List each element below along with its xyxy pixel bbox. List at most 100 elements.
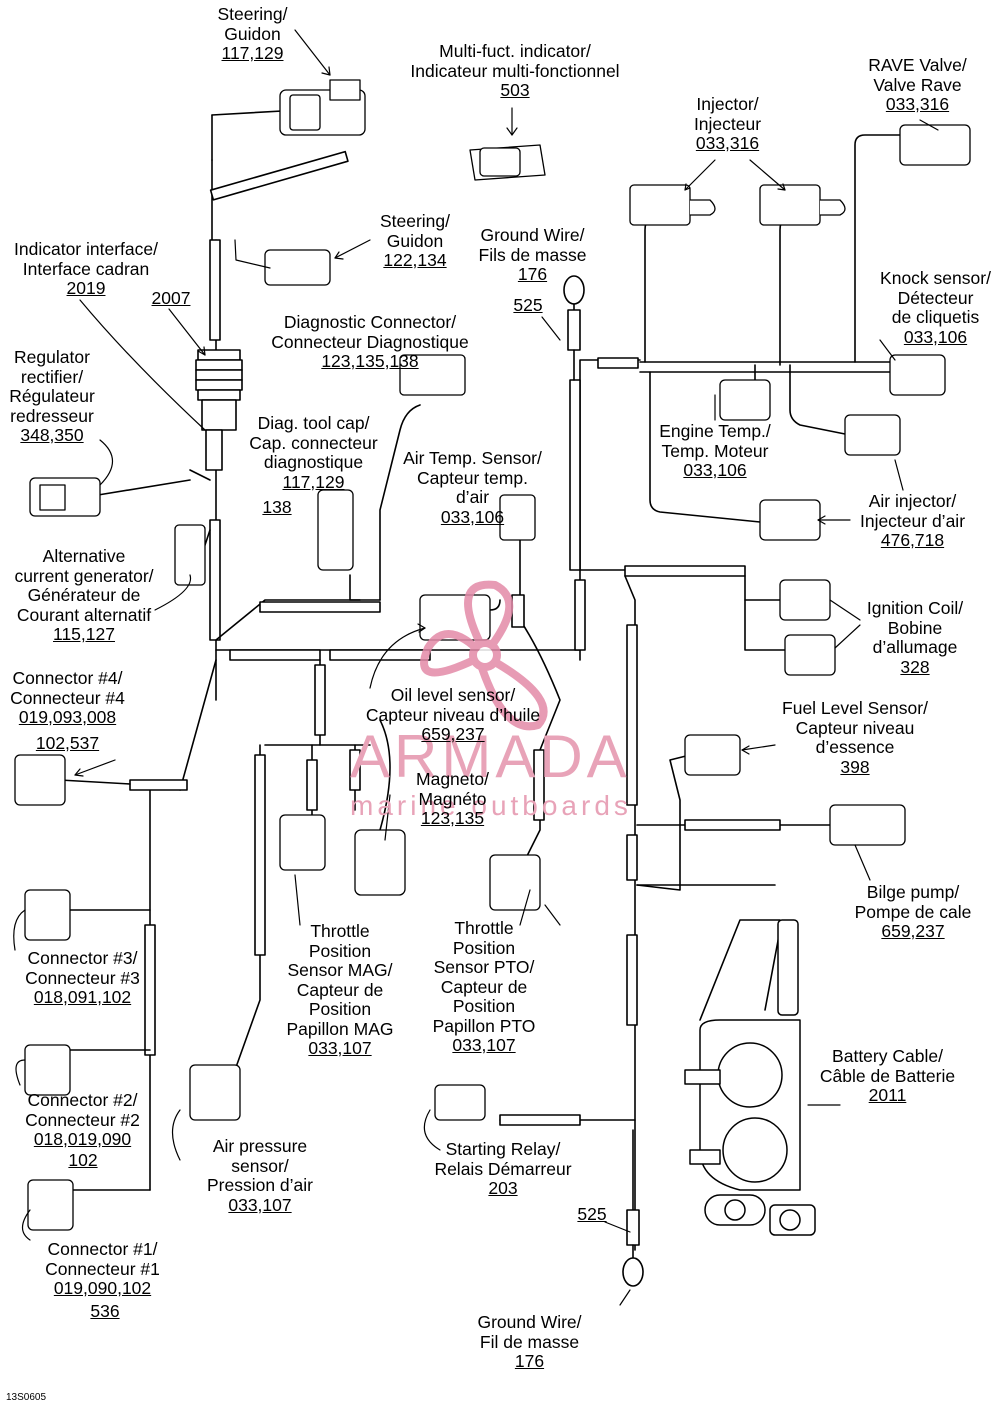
part-number: 348,350 (20, 425, 84, 445)
label-line: Indicateur multi-fonctionnel (410, 60, 620, 81)
label-line: Connecteur #4 (10, 687, 125, 708)
label-line: Sensor MAG/ (287, 960, 393, 980)
label-line: Détecteur (897, 287, 974, 308)
label-line: Générateur de (27, 585, 141, 605)
label-line: Alternative (42, 546, 126, 566)
part-number: 033,106 (683, 460, 747, 480)
part-number: 2019 (66, 278, 106, 298)
label-line: Connecteur #3 (25, 967, 140, 988)
label-line: Capteur niveau d’huile (365, 704, 541, 725)
part-number: 2011 (868, 1085, 907, 1105)
label-line: Air Temp. Sensor/ (403, 448, 542, 468)
label-line: Knock sensor/ (880, 268, 991, 288)
label-line: Guidon (386, 230, 444, 251)
label-line: Steering/ (217, 4, 288, 24)
part-number: 659,237 (881, 921, 945, 941)
part-number: 117,129 (221, 43, 284, 63)
ground-wire-top (563, 275, 585, 381)
center-wires (349, 404, 561, 871)
label-line: Papillon MAG (286, 1018, 394, 1039)
label-ref-536: 536 (82, 1301, 128, 1322)
part-number: 536 (90, 1301, 120, 1321)
part-number: 122,134 (383, 250, 447, 270)
label-ref-102-537: 102,537 (20, 733, 115, 754)
ground-wire-bottom (622, 1129, 644, 1287)
label-line: sensor/ (231, 1155, 289, 1176)
label-line: Connector #2/ (27, 1090, 138, 1110)
label-line: Fils de masse (478, 244, 587, 265)
label-diagnostic-connector: Diagnostic Connector/Connecteur Diagnost… (250, 312, 490, 372)
label-line: Injecteur d’air (859, 510, 966, 531)
part-number: 033,106 (903, 326, 968, 347)
part-number: 033,107 (228, 1194, 292, 1215)
part-number: 525 (513, 295, 543, 315)
label-line: Bobine (887, 617, 943, 638)
part-number: 033,107 (308, 1038, 372, 1058)
label-line: d’air (455, 487, 490, 507)
watermark-logo (420, 580, 548, 731)
label-line: Regulator (14, 347, 90, 367)
label-ref-138: 138 (254, 497, 300, 518)
label-line: Guidon (224, 23, 281, 44)
label-line: Papillon PTO (432, 1015, 536, 1036)
part-number: 115,127 (53, 624, 115, 644)
part-number: 525 (577, 1204, 607, 1224)
label-line: Battery Cable/ (832, 1046, 943, 1066)
label-line: Diagnostic Connector/ (283, 312, 457, 332)
part-number: 019,093,008 (18, 707, 117, 727)
label-line: Courant alternatif (16, 604, 152, 625)
label-ref-102: 102 (60, 1150, 106, 1171)
label-line: Connecteur #1 (45, 1258, 160, 1279)
label-ref-2007: 2007 (145, 288, 197, 309)
label-line: Connector #1/ (47, 1239, 158, 1259)
label-line: Temp. Moteur (661, 440, 769, 461)
label-line: Air pressure (212, 1136, 308, 1156)
label-line: Ground Wire/ (477, 1312, 582, 1332)
cross-branches (59, 469, 581, 1191)
label-line: Capteur de (440, 976, 528, 997)
label-line: Connecteur Diagnostique (271, 331, 469, 352)
label-line: Capteur de (296, 979, 384, 1000)
label-line: Connecteur #2 (25, 1109, 140, 1130)
label-line: Ignition Coil/ (866, 598, 964, 618)
part-number: 033,316 (695, 133, 760, 153)
label-line: Position (308, 940, 372, 961)
label-line: Magneto/ (416, 769, 489, 789)
label-line: Starting Relay/ (445, 1139, 561, 1159)
label-line: d’allumage (872, 637, 958, 657)
label-line: Indicator interface/ (14, 239, 158, 259)
label-line: Bilge pump/ (866, 882, 960, 902)
label-line: Throttle (310, 921, 370, 941)
part-number: 398 (840, 756, 870, 777)
part-number: 033,106 (440, 506, 505, 527)
grommet-2007 (195, 349, 243, 471)
leader-arrows (13, 29, 939, 1306)
label-line: Connector #4/ (12, 668, 123, 688)
label-line: Fuel Level Sensor/ (782, 698, 928, 718)
part-number: 033,316 (885, 94, 950, 114)
battery-cable (684, 919, 816, 1236)
figure-code: 13S0605 (6, 1392, 47, 1403)
label-line: Câble de Batterie (819, 1065, 956, 1086)
part-number: 328 (900, 656, 930, 677)
label-line: redresseur (10, 405, 94, 426)
